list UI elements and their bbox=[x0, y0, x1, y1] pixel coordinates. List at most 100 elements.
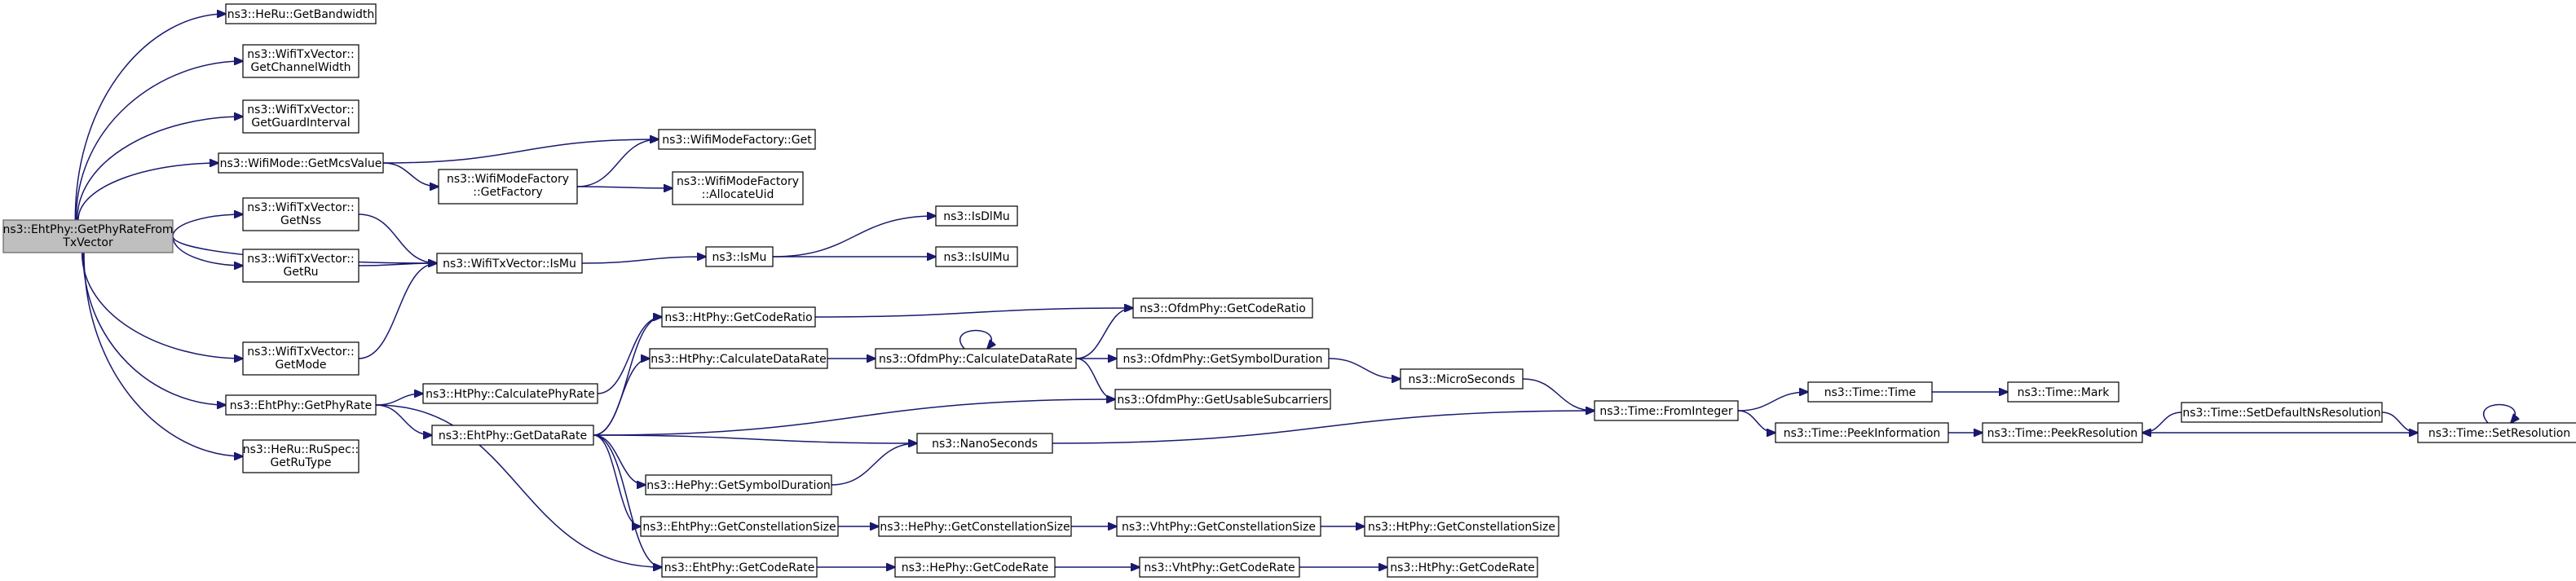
node-time-setdef-box bbox=[2181, 402, 2383, 423]
node-isdlmu-box bbox=[935, 205, 1018, 227]
node-ofdm-symdur[interactable]: ns3::OfdmPhy::GetSymbolDuration bbox=[1116, 348, 1330, 369]
node-eht-const[interactable]: ns3::EhtPhy::GetConstellationSize bbox=[640, 516, 839, 537]
edge-ofdm-symdur-to-microsec bbox=[1328, 358, 1400, 379]
node-txv-cw-label-2: GetChannelWidth bbox=[250, 61, 351, 74]
node-time-mark-label-1: ns3::Time::Mark bbox=[2018, 386, 2111, 399]
node-ofdm-usable-label-1: ns3::OfdmPhy::GetUsableSubcarriers bbox=[1117, 394, 1328, 407]
edge-line bbox=[75, 61, 243, 221]
node-mode-mcs-box bbox=[218, 152, 384, 174]
node-ofdm-usable[interactable]: ns3::OfdmPhy::GetUsableSubcarriers bbox=[1114, 389, 1331, 410]
node-time-setres[interactable]: ns3::Time::SetResolution bbox=[2417, 422, 2576, 443]
node-heru-spec[interactable]: ns3::HeRu::RuSpec::GetRuType bbox=[242, 439, 359, 473]
node-eht-coderate[interactable]: ns3::EhtPhy::GetCodeRate bbox=[661, 557, 818, 578]
node-ht-coderate-box bbox=[1387, 557, 1538, 578]
edge-txv-ru-to-txv-ismu bbox=[358, 263, 437, 266]
node-txv-mode[interactable]: ns3::WifiTxVector::GetMode bbox=[242, 341, 359, 376]
node-txv-ru[interactable]: ns3::WifiTxVector::GetRu bbox=[242, 249, 359, 283]
node-he-coderate[interactable]: ns3::HePhy::GetCodeRate bbox=[894, 557, 1056, 578]
edge-eht-phyrate-to-eht-datarate bbox=[375, 404, 432, 435]
node-vht-coderate-label-1: ns3::VhtPhy::GetCodeRate bbox=[1144, 561, 1295, 574]
node-ismu[interactable]: ns3::IsMu bbox=[705, 246, 774, 267]
edge-he-symdur-to-nanosec bbox=[831, 443, 917, 486]
edge-eht-datarate-to-he-symdur bbox=[593, 434, 646, 485]
node-vht-const[interactable]: ns3::VhtPhy::GetConstellationSize bbox=[1116, 516, 1321, 537]
node-ht-const-label-1: ns3::HtPhy::GetConstellationSize bbox=[1368, 521, 1555, 534]
node-ht-calcdata[interactable]: ns3::HtPhy::CalculateDataRate bbox=[649, 348, 828, 369]
node-ht-calcdata-label-1: ns3::HtPhy::CalculateDataRate bbox=[651, 353, 826, 366]
edge-eht-datarate-to-ofdm-usable bbox=[593, 399, 1115, 436]
node-txv-mode-box bbox=[242, 341, 359, 376]
node-mf-get[interactable]: ns3::WifiModeFactory::Get bbox=[658, 129, 816, 150]
edge-line bbox=[375, 404, 662, 567]
node-txv-ismu-box bbox=[436, 253, 583, 274]
edge-line bbox=[1522, 378, 1595, 411]
node-time-mark-box bbox=[2007, 381, 2119, 403]
node-txv-ismu[interactable]: ns3::WifiTxVector::IsMu bbox=[436, 253, 583, 274]
node-ht-coderatio[interactable]: ns3::HtPhy::GetCodeRatio bbox=[661, 306, 816, 328]
edge-eht-datarate-to-ht-calcdata bbox=[593, 359, 650, 436]
edge-line bbox=[772, 216, 936, 257]
node-ofdm-symdur-box bbox=[1116, 348, 1330, 369]
node-ofdm-calcdata-label-1: ns3::OfdmPhy::CalculateDataRate bbox=[879, 353, 1073, 366]
node-mf-alloc[interactable]: ns3::WifiModeFactory::AllocateUid bbox=[672, 171, 804, 205]
node-he-const[interactable]: ns3::HePhy::GetConstellationSize bbox=[878, 516, 1072, 537]
edge-line bbox=[814, 308, 1133, 318]
edge-root-to-txv-ru bbox=[172, 235, 243, 266]
node-ht-calcphy[interactable]: ns3::HtPhy::CalculatePhyRate bbox=[422, 383, 598, 404]
node-ht-coderate[interactable]: ns3::HtPhy::GetCodeRate bbox=[1387, 557, 1538, 578]
edge-line bbox=[2381, 412, 2418, 433]
node-isulmu[interactable]: ns3::IsUlMu bbox=[935, 246, 1018, 267]
edge-time-setdef-to-time-setres bbox=[2381, 412, 2418, 433]
node-time-peekinfo[interactable]: ns3::Time::PeekInformation bbox=[1775, 422, 1949, 443]
node-eht-phyrate[interactable]: ns3::EhtPhy::GetPhyRate bbox=[225, 394, 377, 416]
node-microsec[interactable]: ns3::MicroSeconds bbox=[1400, 368, 1524, 390]
node-time-setdef[interactable]: ns3::Time::SetDefaultNsResolution bbox=[2181, 402, 2383, 423]
node-heru-bw[interactable]: ns3::HeRu::GetBandwidth bbox=[225, 3, 377, 24]
node-fromint[interactable]: ns3::Time::FromInteger bbox=[1594, 400, 1739, 421]
edge-line bbox=[1052, 411, 1595, 444]
node-mode-mcs[interactable]: ns3::WifiMode::GetMcsValue bbox=[218, 152, 384, 174]
node-time-peekres[interactable]: ns3::Time::PeekResolution bbox=[1982, 422, 2143, 443]
edge-line bbox=[76, 117, 243, 221]
node-fromint-label-1: ns3::Time::FromInteger bbox=[1599, 405, 1732, 418]
node-he-symdur[interactable]: ns3::HePhy::GetSymbolDuration bbox=[645, 474, 832, 495]
node-mf-fact-label-2: ::GetFactory bbox=[473, 186, 543, 199]
edge-line bbox=[2142, 412, 2182, 433]
edge-mf-fact-to-mf-get bbox=[576, 139, 659, 187]
node-time-time[interactable]: ns3::Time::Time bbox=[1807, 381, 1933, 403]
edge-mode-mcs-to-mf-fact bbox=[382, 162, 439, 187]
edge-ofdm-calcdata-to-ofdm-calcdata bbox=[959, 329, 992, 350]
edge-line bbox=[576, 187, 673, 188]
node-txv-mode-label-2: GetMode bbox=[275, 359, 326, 372]
node-txv-gi[interactable]: ns3::WifiTxVector::GetGuardInterval bbox=[242, 99, 359, 134]
node-nanosec[interactable]: ns3::NanoSeconds bbox=[916, 433, 1053, 454]
node-heru-bw-label-1: ns3::HeRu::GetBandwidth bbox=[227, 8, 375, 21]
node-txv-cw[interactable]: ns3::WifiTxVector::GetChannelWidth bbox=[242, 44, 359, 78]
node-he-coderate-label-1: ns3::HePhy::GetCodeRate bbox=[902, 561, 1049, 574]
edge-line bbox=[77, 163, 218, 221]
edge-line bbox=[959, 329, 992, 350]
node-eht-datarate[interactable]: ns3::EhtPhy::GetDataRate bbox=[431, 425, 594, 446]
node-heru-spec-label-1: ns3::HeRu::RuSpec:: bbox=[243, 443, 359, 456]
node-mf-fact[interactable]: ns3::WifiModeFactory::GetFactory bbox=[438, 169, 578, 205]
edge-mode-mcs-to-mf-get bbox=[382, 139, 659, 164]
edge-line bbox=[1075, 358, 1115, 399]
node-time-mark[interactable]: ns3::Time::Mark bbox=[2007, 381, 2119, 403]
edge-line bbox=[382, 139, 659, 164]
node-mf-alloc-label-2: ::AllocateUid bbox=[702, 188, 774, 201]
node-ofdm-calcdata[interactable]: ns3::OfdmPhy::CalculateDataRate bbox=[875, 348, 1077, 369]
node-vht-coderate[interactable]: ns3::VhtPhy::GetCodeRate bbox=[1139, 557, 1300, 578]
node-microsec-label-1: ns3::MicroSeconds bbox=[1408, 373, 1515, 386]
node-ht-const-box bbox=[1364, 516, 1559, 537]
node-time-time-box bbox=[1807, 381, 1933, 403]
edge-root-to-mode-mcs bbox=[77, 163, 218, 221]
node-isdlmu[interactable]: ns3::IsDlMu bbox=[935, 205, 1018, 227]
node-ht-const[interactable]: ns3::HtPhy::GetConstellationSize bbox=[1364, 516, 1559, 537]
node-he-symdur-label-1: ns3::HePhy::GetSymbolDuration bbox=[646, 479, 831, 492]
edge-line bbox=[375, 404, 432, 435]
node-txv-nss[interactable]: ns3::WifiTxVector::GetNss bbox=[242, 197, 359, 231]
node-ofdm-coderatio[interactable]: ns3::OfdmPhy::GetCodeRatio bbox=[1132, 297, 1313, 319]
node-eht-coderate-label-1: ns3::EhtPhy::GetCodeRate bbox=[664, 561, 815, 574]
node-txv-ru-label-2: GetRu bbox=[284, 266, 319, 279]
